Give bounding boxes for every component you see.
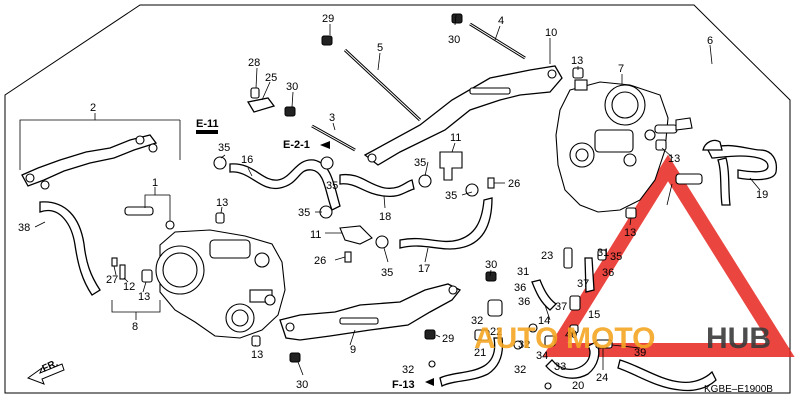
callout-16: 16	[241, 154, 253, 166]
callout-13-b: 13	[216, 197, 228, 209]
callout-24: 24	[596, 372, 608, 384]
diagram-code: KGBE–E1900B	[704, 384, 773, 395]
callout-6: 6	[707, 35, 713, 47]
small-parts	[111, 13, 703, 390]
callout-29-top: 29	[322, 13, 334, 25]
bracket-2	[21, 134, 158, 190]
callout-18: 18	[379, 211, 391, 223]
bracket-9	[279, 283, 462, 341]
carburetor-right	[555, 79, 678, 213]
callout-11-b: 11	[310, 229, 321, 241]
watermark-logo: AUTO MOTO HUB	[474, 322, 771, 355]
callout-9: 9	[350, 344, 356, 356]
callout-15: 15	[588, 309, 600, 321]
ref-e21[interactable]: E-2-1	[283, 139, 310, 151]
callout-1: 1	[152, 177, 158, 189]
hose-17	[399, 197, 493, 250]
watermark-moto: MOTO	[566, 322, 655, 355]
callout-25: 25	[265, 72, 277, 84]
callout-30-b: 30	[286, 81, 298, 93]
callout-36-a: 36	[514, 282, 526, 294]
callout-13-d: 13	[624, 227, 636, 239]
callout-8: 8	[132, 321, 138, 333]
rod-5	[343, 48, 422, 122]
callout-21: 21	[474, 347, 486, 359]
callout-22: 22	[490, 326, 502, 338]
callout-38: 38	[18, 222, 30, 234]
callout-30-c: 30	[485, 259, 497, 271]
callout-13-c: 13	[138, 291, 150, 303]
callout-26-a: 26	[508, 178, 520, 190]
callout-30-top: 30	[448, 34, 460, 46]
hose-19	[702, 139, 778, 206]
callout-35-e: 35	[445, 190, 457, 202]
callout-13-a: 13	[571, 55, 583, 67]
callout-36-c: 36	[602, 267, 614, 279]
hose-18	[339, 173, 415, 198]
callout-35-b: 35	[414, 157, 426, 169]
callout-39: 39	[634, 347, 646, 359]
callout-27: 27	[106, 274, 118, 286]
callout-3: 3	[329, 112, 335, 124]
callout-20: 20	[572, 380, 584, 392]
callout-40: 40	[565, 329, 577, 341]
callout-26-b: 26	[314, 255, 326, 267]
callout-12: 12	[123, 281, 135, 293]
watermark-hub: HUB	[706, 322, 771, 355]
callout-5: 5	[377, 42, 383, 54]
callout-labels: 29 30 4 5 10 13 6 7 2 28 25 30 3 E-11 35…	[18, 13, 768, 392]
callout-31-b: 31	[597, 247, 609, 259]
callout-32-c: 32	[402, 364, 414, 376]
bracket-10	[363, 65, 563, 166]
hose-36	[531, 257, 595, 311]
callout-13-e: 13	[668, 153, 680, 165]
rod-4	[469, 22, 526, 60]
callout-14: 14	[538, 315, 550, 327]
callout-29-b: 29	[442, 333, 454, 345]
callout-37: 37	[577, 278, 589, 290]
callout-32-a: 32	[471, 315, 483, 327]
ref-arrows	[196, 130, 434, 386]
callout-4: 4	[498, 15, 504, 27]
callout-34: 34	[536, 350, 548, 362]
watermark-auto: AUTO	[474, 322, 558, 355]
hose-39	[617, 359, 717, 392]
callout-35-g: 35	[610, 251, 622, 263]
callout-23: 23	[541, 250, 553, 262]
callout-17: 17	[418, 263, 430, 275]
hose-16	[229, 159, 341, 211]
callout-11-a: 11	[450, 132, 461, 144]
callout-28: 28	[248, 57, 260, 69]
callout-32-d: 32	[518, 339, 530, 351]
bracket-25	[246, 97, 276, 113]
callout-30-d: 30	[296, 379, 308, 391]
callout-10: 10	[545, 27, 557, 39]
carburetor-left	[155, 229, 286, 339]
callout-13-f: 13	[251, 349, 263, 361]
ref-e11[interactable]: E-11	[196, 118, 219, 130]
hose-38	[39, 201, 101, 296]
hose-21	[439, 337, 504, 387]
callout-32-b: 32	[514, 364, 526, 376]
callout-37-b: 37	[555, 301, 567, 313]
callout-31-a: 31	[517, 266, 529, 278]
callout-7: 7	[618, 63, 624, 75]
rod-3	[311, 124, 356, 152]
diagram-border	[4, 4, 791, 394]
callout-35-a: 35	[218, 142, 230, 154]
callout-35-d: 35	[298, 207, 310, 219]
callout-35-f: 35	[381, 267, 393, 279]
front-arrow-icon: FR.	[26, 358, 65, 385]
leader-lines	[19, 14, 761, 376]
ref-f13[interactable]: F-13	[392, 379, 415, 391]
callout-2: 2	[90, 102, 96, 114]
callout-35-c: 35	[326, 180, 338, 192]
watermark-triangle	[542, 154, 795, 357]
callout-19: 19	[756, 189, 768, 201]
callout-33: 33	[554, 361, 566, 373]
callout-36-b: 36	[518, 296, 530, 308]
